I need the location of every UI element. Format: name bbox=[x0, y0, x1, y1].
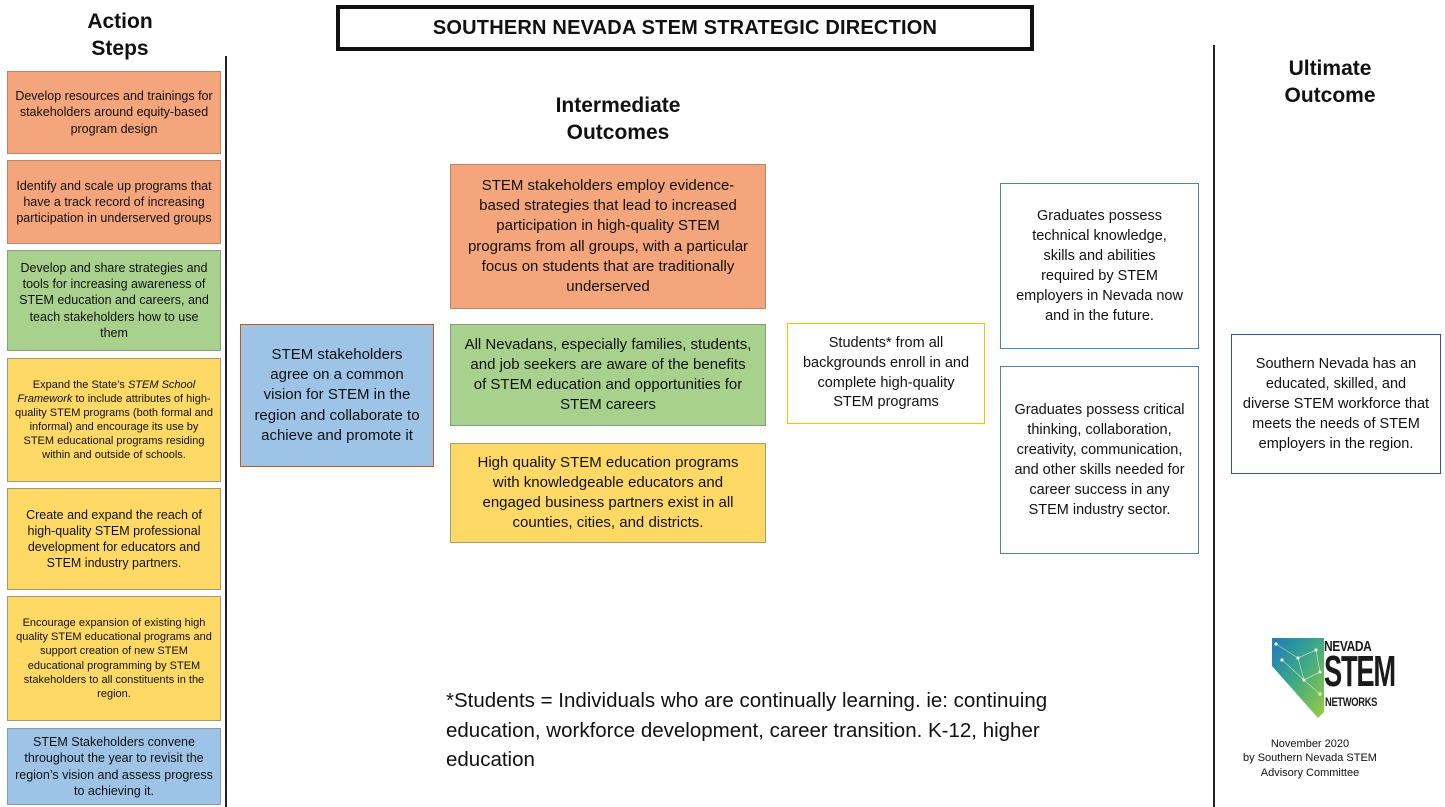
action-step: Create and expand the reach of high-qual… bbox=[7, 488, 221, 590]
students-footnote: *Students = Individuals who are continua… bbox=[446, 689, 1048, 772]
right-divider bbox=[1213, 45, 1215, 807]
intermediate-outcome: STEM stakeholders employ evidence-based … bbox=[450, 164, 766, 309]
action-step: STEM Stakeholders convene throughout the… bbox=[7, 728, 221, 805]
ultimate-outcome-heading: Ultimate Outcome bbox=[1284, 57, 1376, 108]
action-step: Encourage expansion of existing high qua… bbox=[7, 596, 221, 721]
credit-text: November 2020 by Southern Nevada STEM Ad… bbox=[1243, 738, 1377, 779]
page-title: SOUTHERN NEVADA STEM STRATEGIC DIRECTION bbox=[432, 16, 938, 39]
graduates-outcome: Graduates possess technical knowledge, s… bbox=[1000, 183, 1199, 349]
logo-text-stem: STEM bbox=[1324, 647, 1396, 696]
title-banner: SOUTHERN NEVADA STEM STRATEGIC DIRECTION bbox=[336, 5, 1034, 51]
nevada-stem-networks-logo: NEVADA STEM NETWORKS bbox=[1268, 636, 1396, 720]
graduates-outcome: Graduates possess critical thinking, col… bbox=[1000, 366, 1199, 554]
action-steps-heading: Action Steps bbox=[87, 10, 153, 61]
action-step: Develop and share strategies and tools f… bbox=[7, 250, 221, 351]
vision-box: STEM stakeholders agree on a common visi… bbox=[240, 324, 434, 467]
left-divider bbox=[225, 56, 227, 807]
action-step: Identify and scale up programs that have… bbox=[7, 160, 221, 244]
logo-text-nevada: NEVADA bbox=[1324, 638, 1372, 655]
logo-text-networks: NETWORKS bbox=[1325, 695, 1378, 709]
nevada-map-icon bbox=[1272, 638, 1324, 718]
intermediate-outcomes-heading: Intermediate Outcomes bbox=[555, 94, 681, 145]
students-box: Students* from all backgrounds enroll in… bbox=[787, 323, 985, 424]
ultimate-outcome-box: Southern Nevada has an educated, skilled… bbox=[1231, 334, 1441, 474]
intermediate-outcome: High quality STEM education programs wit… bbox=[450, 443, 766, 543]
action-step: Develop resources and trainings for stak… bbox=[7, 71, 221, 154]
intermediate-outcome: All Nevadans, especially families, stude… bbox=[450, 324, 766, 426]
action-step: Expand the State’s STEM School Framework… bbox=[7, 358, 221, 482]
